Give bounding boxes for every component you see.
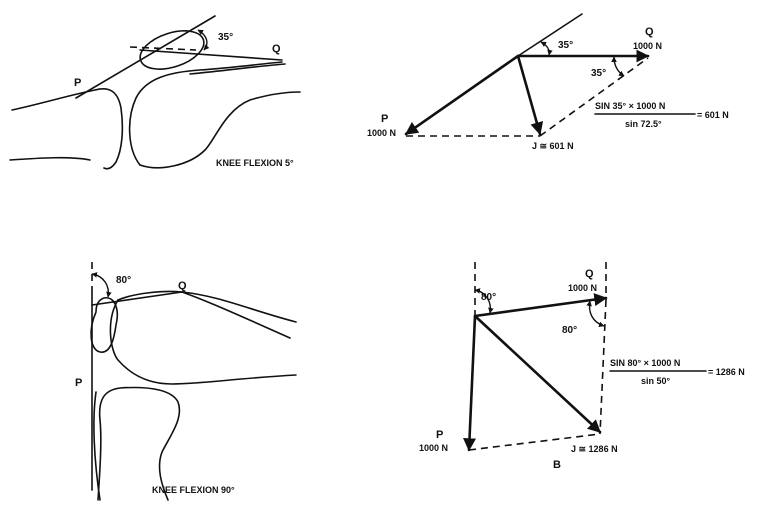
condyle-back-5 [139, 91, 301, 169]
femur-outline-5 [11, 88, 124, 170]
q-label-force-5: Q [645, 26, 654, 38]
p-value-force-90: 1000 N [419, 443, 448, 453]
knee-5-anatomy: 35° P Q KNEE FLEXION 5° [9, 15, 301, 170]
quadriceps-tendon-line-5 [139, 49, 283, 61]
j-vector-90 [473, 314, 602, 434]
top-angle-arc-90 [474, 288, 494, 314]
tibia-outline-5 [9, 156, 91, 161]
parallelogram-right-90 [599, 299, 607, 435]
formula-denominator-90: sin 50° [641, 376, 671, 386]
j-vector-5 [516, 54, 544, 136]
q-value-force-90: 1000 N [568, 283, 597, 293]
angle-arc-5 [197, 29, 210, 51]
formula-numerator-90: SIN 80° × 1000 N [610, 358, 680, 368]
q-value-force-5: 1000 N [633, 41, 662, 51]
knee-90-anatomy: 80° P Q KNEE FLEXION 90° [75, 262, 297, 501]
right-angle-arc-90 [586, 300, 605, 328]
tibia-front-90 [93, 391, 101, 501]
p-label-force-90: P [436, 429, 443, 441]
p-direction-line-5 [517, 13, 583, 57]
quadriceps-line-90 [91, 291, 183, 306]
p-label-5: P [74, 77, 81, 89]
right-angle-arc-5 [611, 56, 625, 77]
tibia-outline-90 [97, 386, 181, 501]
femoral-condyle-5 [128, 61, 283, 166]
q-label-force-90: Q [585, 268, 594, 280]
right-angle-label-5: 35° [591, 68, 606, 79]
patella-90 [90, 297, 119, 353]
force-diagram-90: 80° 80° Q 1000 N P 1000 N J ≅ 1286 N SIN… [419, 262, 745, 471]
formula-result-90: = 1286 N [708, 367, 745, 377]
caption-knee-5: KNEE FLEXION 5° [216, 158, 294, 168]
patellar-tendon-line-5 [75, 15, 216, 99]
condyle-top-5 [189, 63, 286, 75]
top-angle-label-90: 80° [481, 292, 496, 303]
j-value-force-90: J ≅ 1286 N [571, 444, 618, 454]
q-label-5: Q [272, 43, 281, 55]
p-value-force-5: 1000 N [367, 128, 396, 138]
force-diagram-5: 35° 35° Q 1000 N P 1000 N J ≅ 601 N SIN … [367, 13, 729, 151]
p-label-90: P [75, 377, 82, 389]
formula-denominator-5: sin 72.5° [625, 119, 662, 129]
condyle-top-90 [181, 291, 291, 339]
parallelogram-bottom-90 [468, 433, 601, 451]
femoral-condyle-90 [117, 290, 297, 323]
angle-label-90: 80° [116, 275, 131, 286]
angle-label-5: 35° [218, 32, 233, 43]
right-angle-label-90: 80° [562, 325, 577, 336]
panel-letter: B [553, 459, 561, 471]
q-vector-90 [473, 293, 608, 318]
p-label-force-5: P [381, 113, 388, 125]
q-label-90: Q [178, 280, 187, 292]
formula-numerator-5: SIN 35° × 1000 N [595, 101, 665, 111]
top-angle-arc-5 [540, 41, 553, 56]
p-vector-5 [404, 54, 520, 136]
formula-result-5: = 601 N [697, 110, 729, 120]
parallelogram-right-5 [539, 57, 649, 137]
p-vector-90 [463, 314, 477, 452]
condyle-front-90 [109, 299, 297, 385]
top-angle-label-5: 35° [558, 40, 573, 51]
j-value-force-5: J ≅ 601 N [532, 141, 574, 151]
angle-arc-90 [91, 272, 112, 298]
caption-knee-90: KNEE FLEXION 90° [152, 485, 235, 495]
